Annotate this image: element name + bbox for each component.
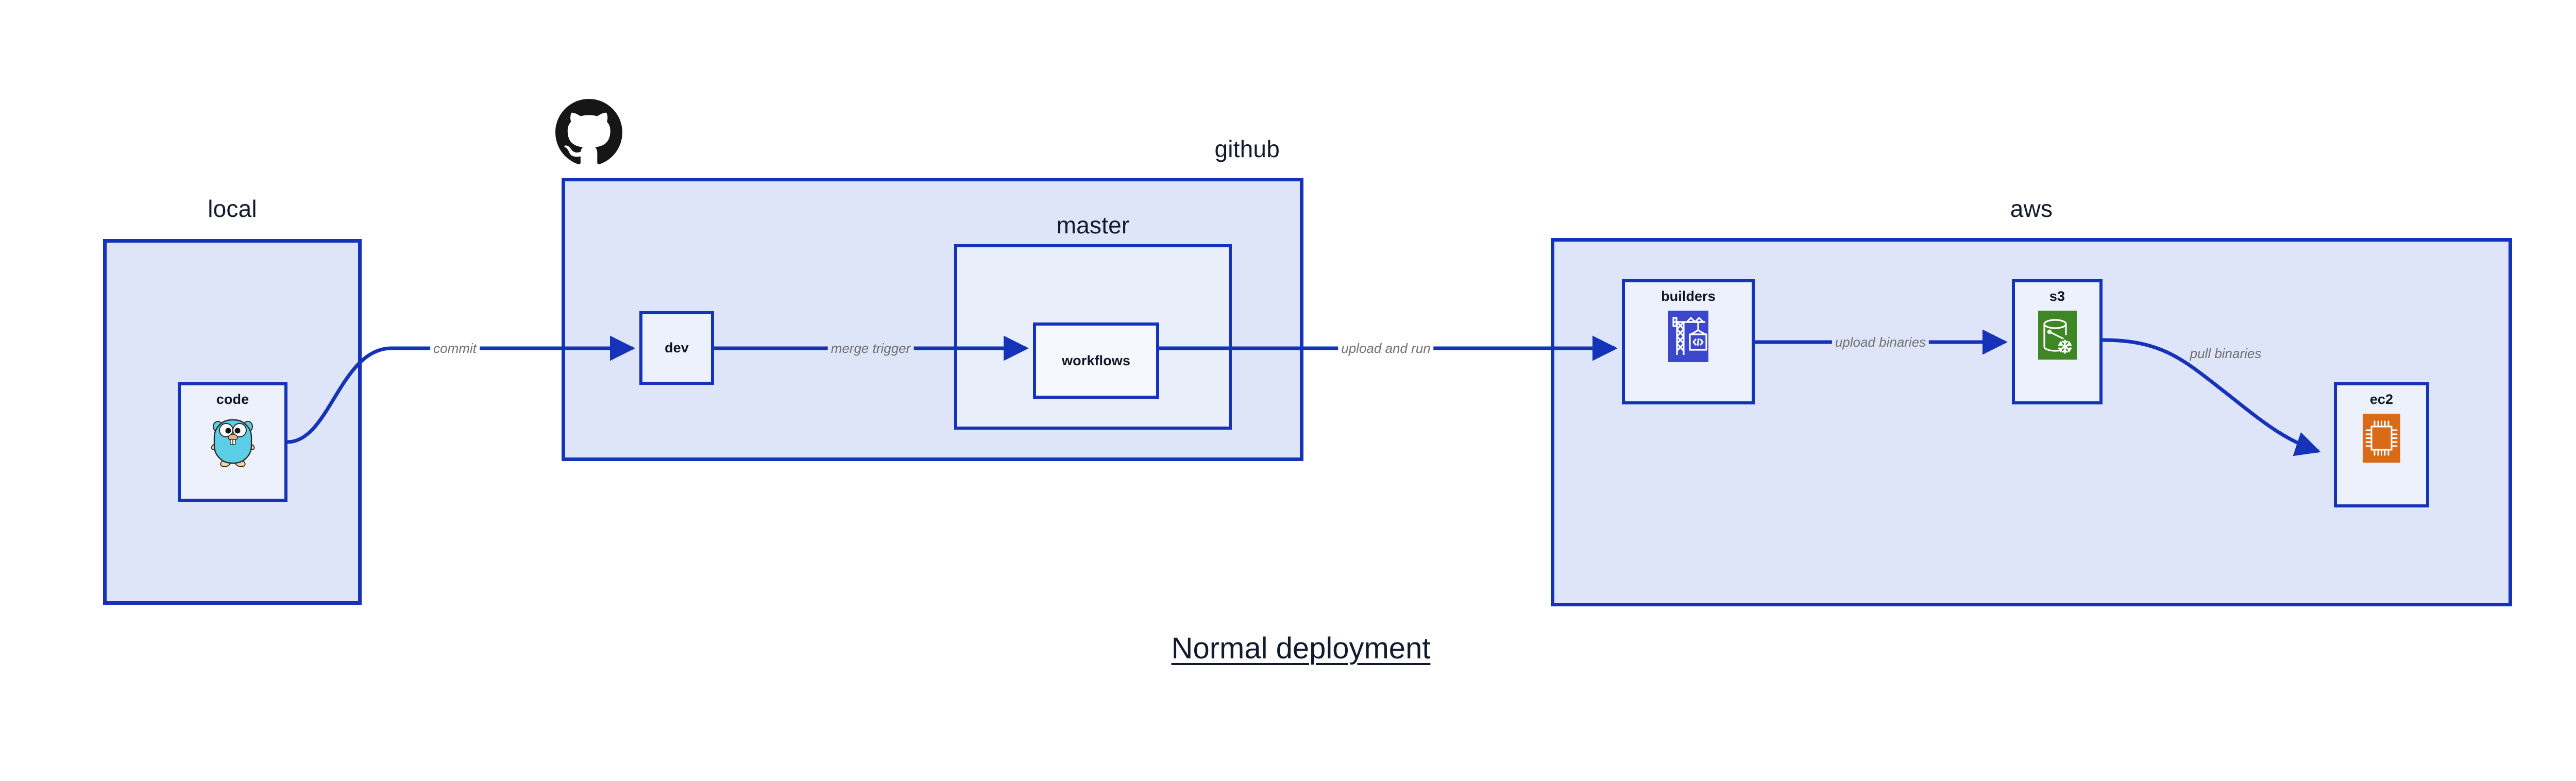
aws-s3-glacier-icon xyxy=(2038,311,2077,362)
edge-label-merge-trigger: merge trigger xyxy=(827,342,914,355)
aws-ec2-icon xyxy=(2363,414,2400,465)
edge-label-upload-binaries: upload binaries xyxy=(1832,335,1929,349)
node-ec2[interactable]: ec2 xyxy=(2334,382,2429,507)
edge-label-commit: commit xyxy=(430,342,480,355)
node-label-code: code xyxy=(216,392,249,407)
diagram-title: Normal deployment xyxy=(1171,632,1431,665)
node-label-dev: dev xyxy=(665,340,689,355)
group-label-local: local xyxy=(208,195,257,222)
edge-label-upload-and-run: upload and run xyxy=(1338,342,1434,355)
node-workflows[interactable]: workflows xyxy=(1033,322,1159,399)
edge-label-pull-binaries: pull binaries xyxy=(2190,346,2262,361)
github-octocat-logo xyxy=(555,99,622,166)
node-label-ec2: ec2 xyxy=(2369,392,2394,407)
node-label-workflows: workflows xyxy=(1062,352,1130,368)
node-builders[interactable]: builders xyxy=(1622,279,1755,404)
group-label-github: github xyxy=(1214,135,1280,162)
node-dev[interactable]: dev xyxy=(639,311,714,385)
node-label-builders: builders xyxy=(1661,288,1716,304)
group-label-aws: aws xyxy=(2010,195,2053,222)
group-label-master: master xyxy=(1056,212,1130,239)
go-gopher-icon xyxy=(209,414,257,470)
node-s3[interactable]: s3 xyxy=(2012,279,2103,404)
node-code[interactable]: code xyxy=(178,382,287,502)
node-label-s3: s3 xyxy=(2049,288,2065,304)
aws-codebuild-icon xyxy=(1668,311,1708,365)
